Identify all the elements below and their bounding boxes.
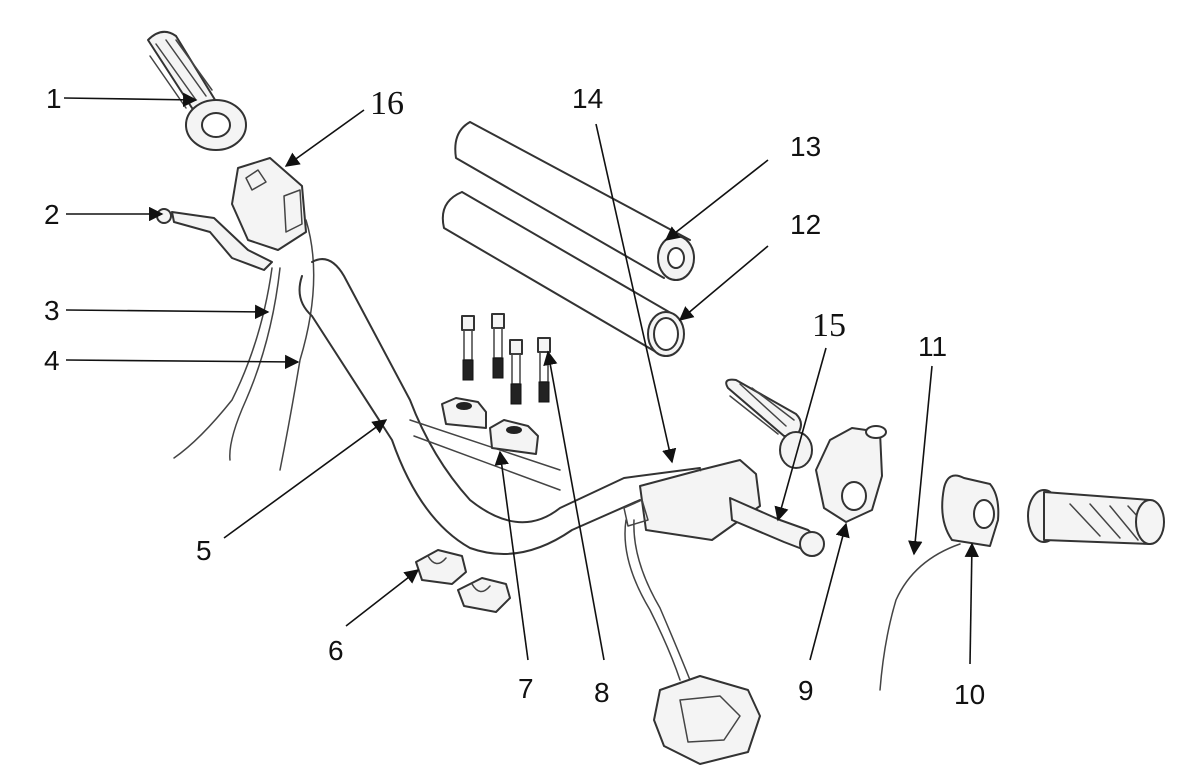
- callout-8: 8: [594, 677, 610, 708]
- handlebar-pads: [441, 121, 695, 357]
- brake-hose-caliper: [624, 519, 761, 765]
- callout-labels: 1 2 3 4 5 6 7 8 9 10 11 12 13 14 15 16: [44, 83, 985, 710]
- callout-16: 16: [370, 85, 404, 122]
- callout-14: 14: [572, 83, 603, 114]
- callout-12: 12: [790, 209, 821, 240]
- callout-3: 3: [44, 295, 60, 326]
- callout-15: 15: [812, 307, 846, 344]
- callout-13: 13: [790, 131, 821, 162]
- callout-6: 6: [328, 635, 344, 666]
- callout-2: 2: [44, 199, 60, 230]
- callout-9: 9: [798, 675, 814, 706]
- throttle-assembly: [725, 378, 887, 523]
- callout-7: 7: [518, 673, 534, 704]
- callout-11: 11: [918, 331, 947, 362]
- left-grip: [147, 30, 247, 151]
- leader-lines: [63, 92, 979, 665]
- callout-5: 5: [196, 535, 212, 566]
- right-switch-housing: [879, 474, 1000, 691]
- upper-clamps: [441, 397, 539, 455]
- callout-1: 1: [46, 83, 62, 114]
- left-lever-assembly: [156, 157, 307, 271]
- bolts: [461, 313, 551, 405]
- callout-4: 4: [44, 345, 60, 376]
- lower-clamps: [415, 549, 511, 613]
- handlebar: [298, 258, 701, 555]
- callout-10: 10: [954, 679, 985, 710]
- right-grip: [1027, 489, 1165, 545]
